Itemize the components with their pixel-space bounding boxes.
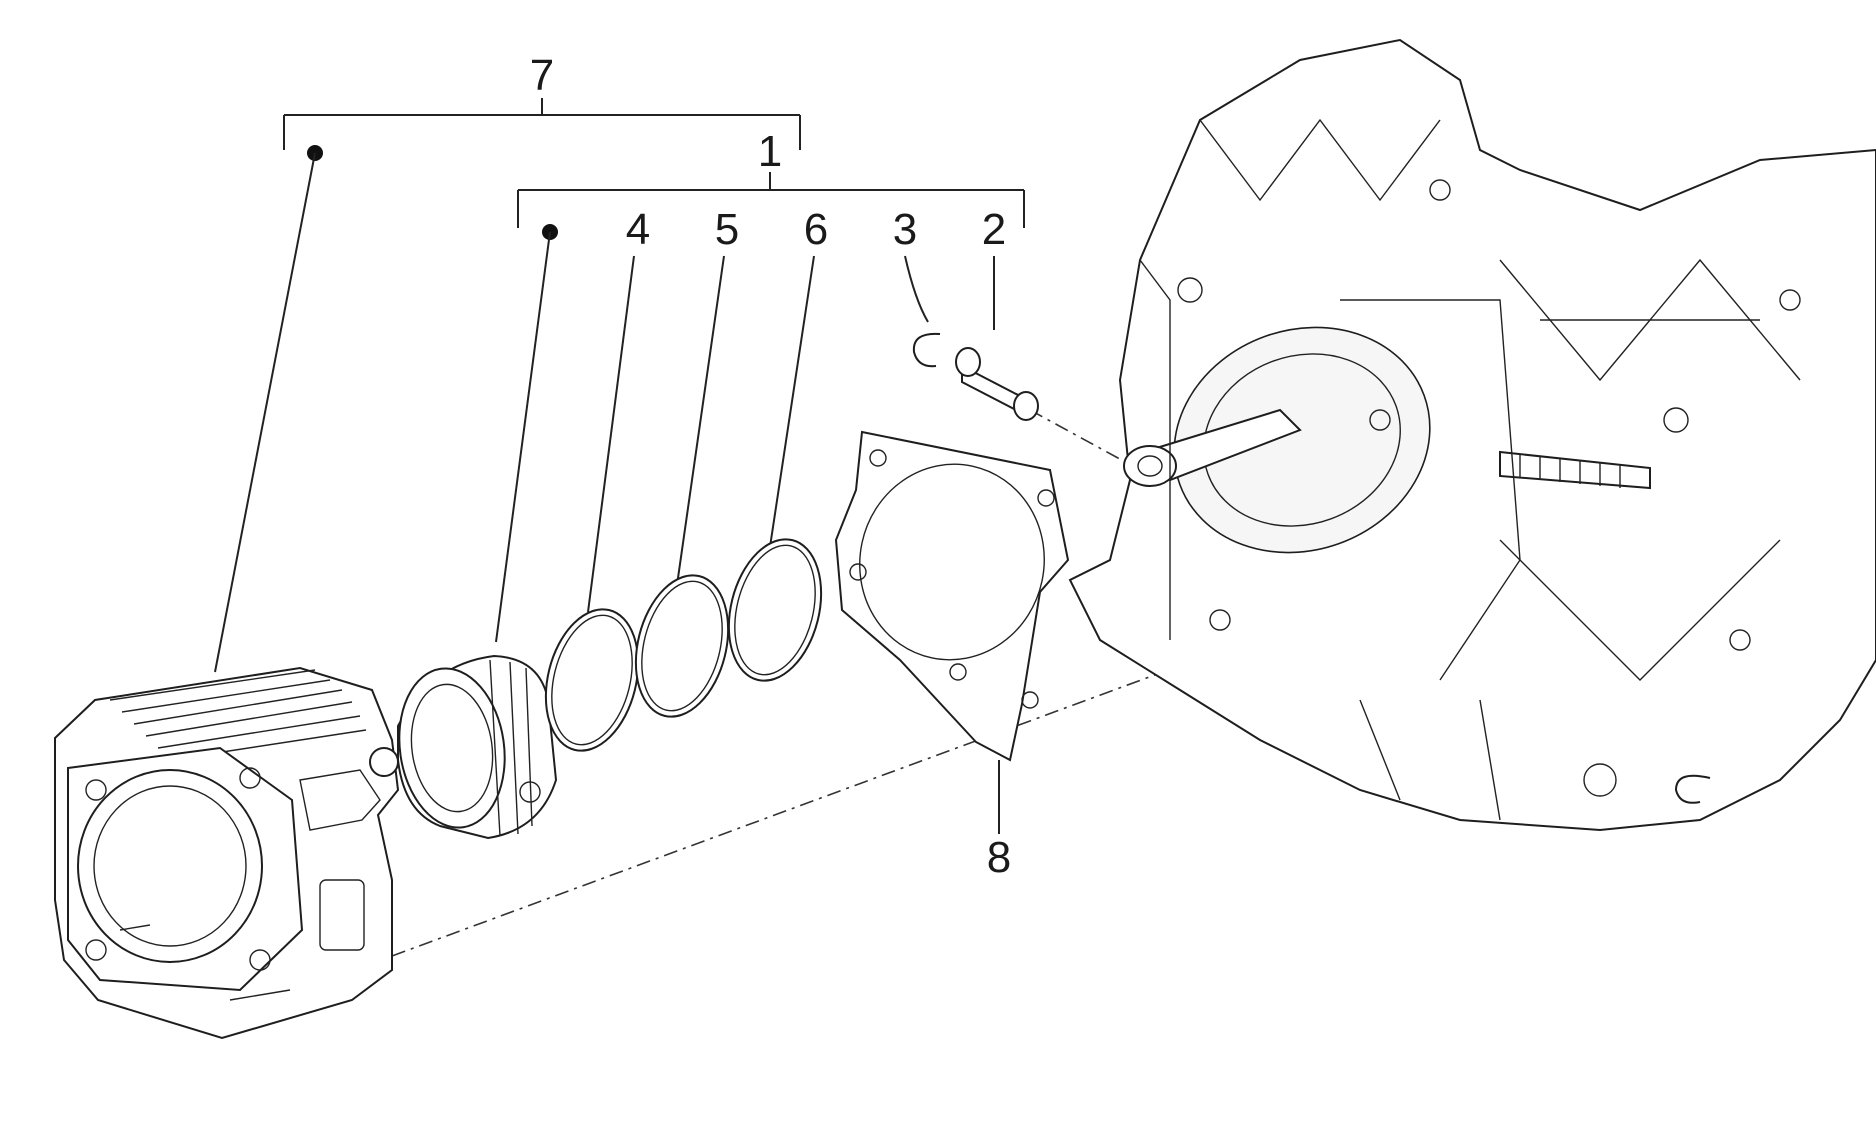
gasket-icon	[834, 430, 1070, 762]
leader-7	[214, 152, 316, 673]
pin-icon	[955, 347, 1039, 421]
callout-5: 5	[715, 205, 739, 254]
piston-icon	[397, 654, 558, 840]
callout-1: 1	[758, 127, 782, 176]
ring-inner-icon	[551, 614, 633, 746]
ring-icon	[634, 574, 730, 718]
ring-inner-icon	[641, 580, 723, 712]
cylinder-icon	[54, 666, 400, 1040]
callout-2: 2	[982, 205, 1006, 254]
leader-6	[767, 255, 815, 561]
callout-4: 4	[626, 205, 650, 254]
bracket-1	[517, 172, 1025, 228]
crankcase-icon	[1068, 38, 1876, 832]
callout-8: 8	[987, 833, 1011, 882]
leader-4	[587, 255, 635, 613]
ring-inner-icon	[734, 544, 816, 676]
bracket-7	[283, 98, 801, 150]
callout-6: 6	[804, 205, 828, 254]
ring-icon	[727, 538, 823, 682]
callout-3: 3	[893, 205, 917, 254]
leader-1	[495, 231, 551, 643]
callout-7: 7	[530, 51, 554, 100]
leader-3	[904, 255, 929, 323]
circlip-icon	[1674, 774, 1711, 804]
ring-icon	[544, 608, 640, 752]
leader-5	[675, 255, 725, 593]
circlip-icon	[912, 332, 941, 368]
